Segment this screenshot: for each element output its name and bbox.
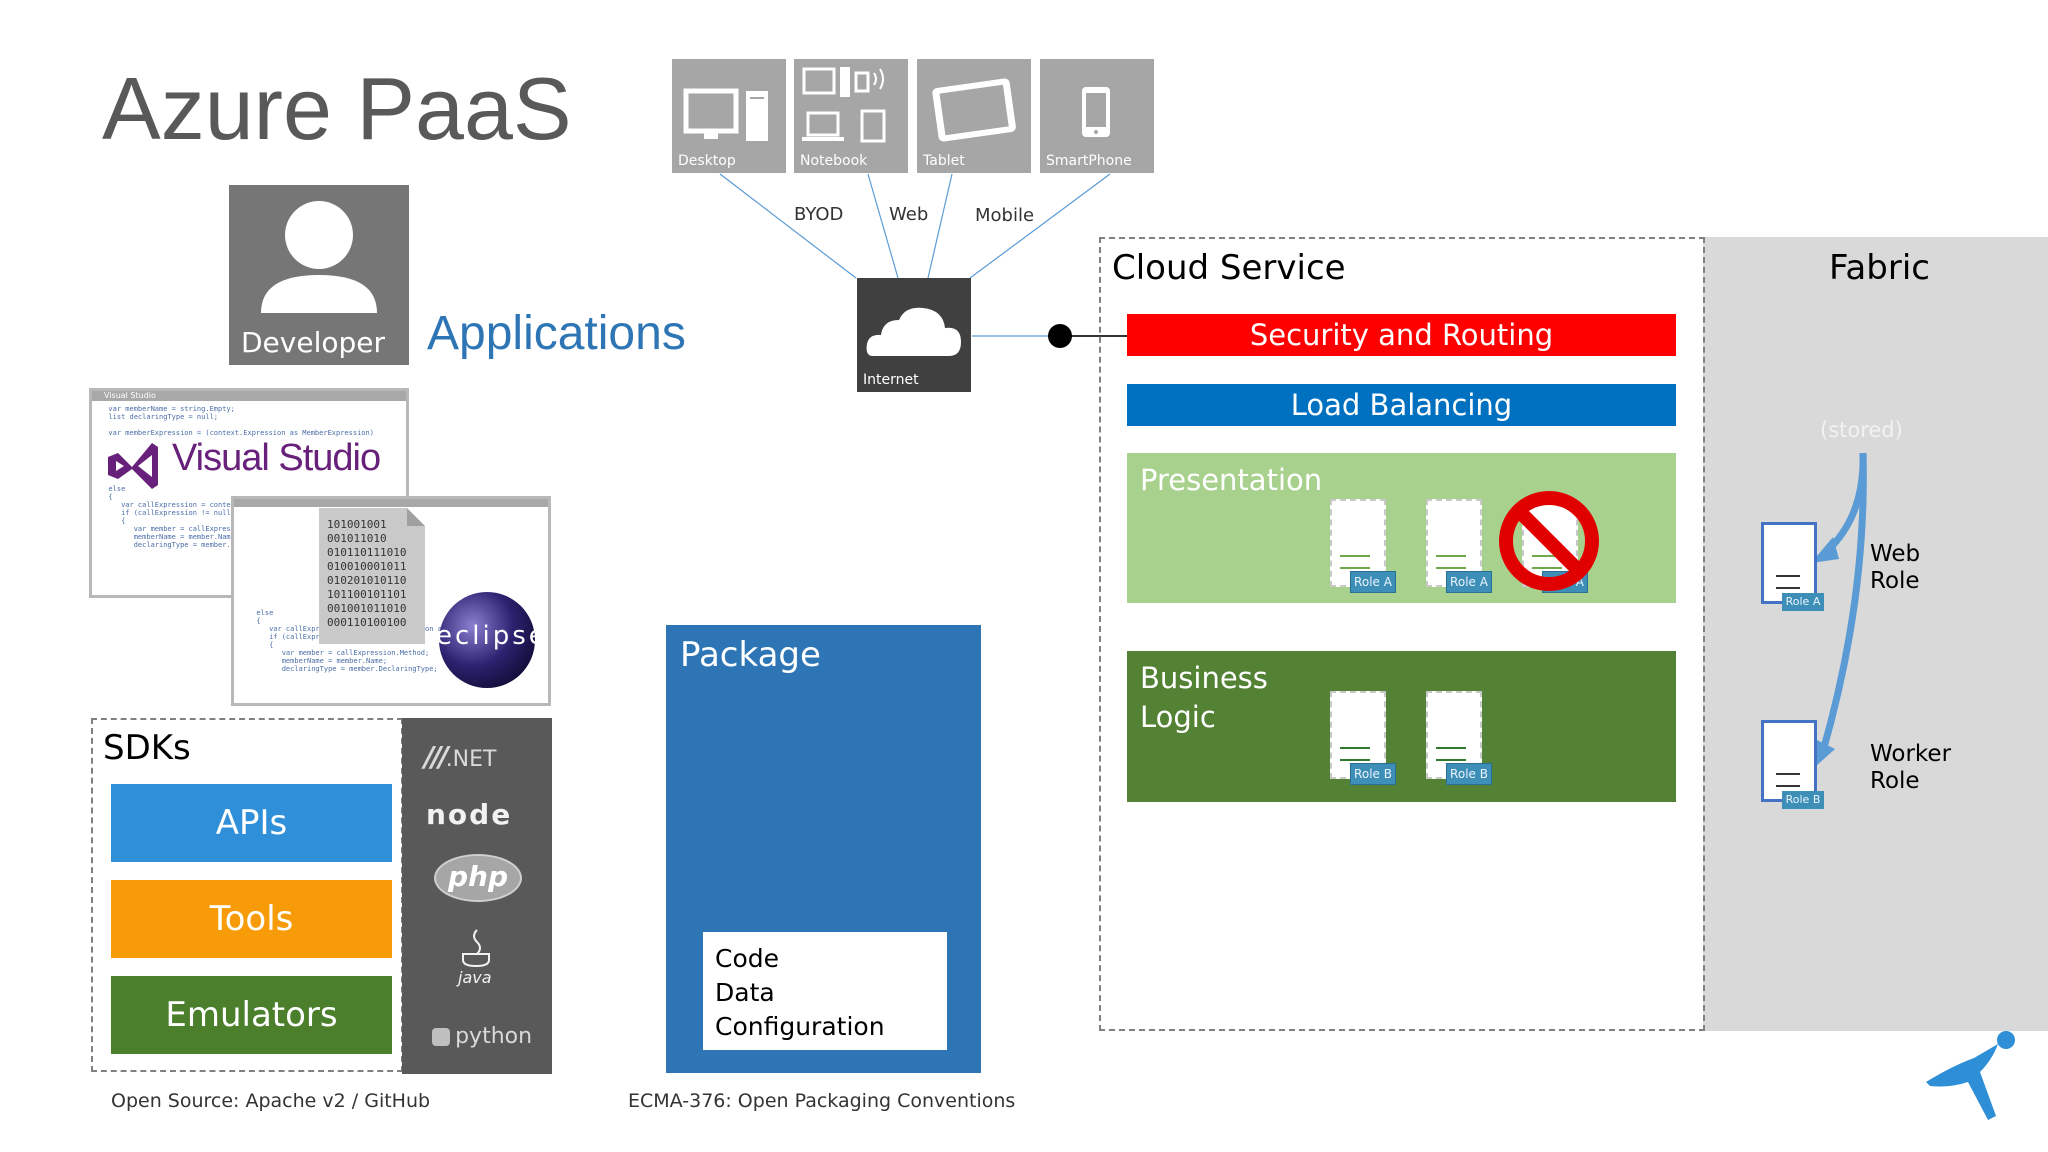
- business-logic-label: Business Logic: [1140, 661, 1268, 734]
- line-desktop: [719, 173, 857, 279]
- cloud-service-title: Cloud Service: [1112, 248, 1346, 288]
- cloud-icon: [866, 307, 961, 356]
- tablet-icon: [932, 78, 1016, 142]
- device-label-notebook: Notebook: [800, 153, 868, 169]
- fabric-arrows: [1811, 452, 1867, 767]
- package-box: Package Code Data Configuration: [666, 625, 981, 1073]
- eclipse-logo-text: eclipse: [436, 621, 548, 651]
- line-notebook: [867, 173, 899, 279]
- dotnet-logo: ///.NET: [424, 740, 497, 773]
- sdk-apis: APIs: [111, 784, 392, 862]
- eclipse-window: else { var callExpression = context.Expr…: [231, 496, 551, 706]
- line-smartphone: [969, 173, 1111, 279]
- device-label-smartphone: SmartPhone: [1046, 153, 1132, 169]
- binary-text: 101001001 001011010 010110111010 0100100…: [327, 518, 407, 629]
- connection-label-web: Web: [889, 204, 929, 225]
- notebook-icon: [802, 67, 886, 143]
- visual-studio-window-title: Visual Studio: [92, 391, 406, 401]
- package-footer: ECMA-376: Open Packaging Conventions: [628, 1090, 1016, 1112]
- desktop-icon: [683, 88, 768, 141]
- binary-document: 101001001 001011010 010110111010 0100100…: [319, 508, 425, 644]
- package-item-data: Data: [715, 978, 775, 1007]
- java-cup-icon: [462, 929, 490, 968]
- sdks-title: SDKs: [103, 728, 191, 768]
- device-tile-tablet: Tablet: [917, 59, 1031, 173]
- device-tile-notebook: Notebook: [794, 59, 908, 173]
- fabric-panel: [1703, 237, 2048, 1031]
- package-item-configuration: Configuration: [715, 1012, 885, 1041]
- security-routing-bar: Security and Routing: [1127, 314, 1676, 356]
- internet-tile: Internet: [857, 278, 971, 392]
- role-a-instance-2: Role A: [1426, 499, 1492, 593]
- developer-label: Developer: [241, 326, 386, 359]
- python-logo: python: [432, 1024, 532, 1049]
- device-tile-desktop: Desktop: [672, 59, 786, 173]
- device-tile-smartphone: SmartPhone: [1040, 59, 1154, 173]
- person-icon: [261, 201, 377, 313]
- connection-label-byod: BYOD: [794, 204, 844, 225]
- package-title: Package: [680, 635, 821, 675]
- line-tablet: [927, 173, 953, 279]
- role-b-instance-2: Role B: [1426, 691, 1492, 785]
- presentation-label: Presentation: [1140, 463, 1323, 497]
- visual-studio-logo-text: Visual Studio: [172, 437, 381, 479]
- connector-dot: [1048, 324, 1072, 348]
- internet-label: Internet: [863, 372, 919, 388]
- presentation-tier: Presentation Role A Role A Role A: [1127, 453, 1676, 603]
- role-a-instance-1: Role A: [1330, 499, 1396, 593]
- role-b-instance-1: Role B: [1330, 691, 1396, 785]
- node-logo: node: [426, 798, 513, 831]
- fabric-title: Fabric: [1829, 248, 1930, 288]
- device-label-desktop: Desktop: [678, 153, 736, 169]
- php-logo: php: [434, 854, 522, 902]
- package-contents: Code Data Configuration: [703, 932, 947, 1050]
- eclipse-logo-icon: [439, 592, 535, 688]
- package-item-code: Code: [715, 944, 780, 973]
- smartphone-icon: [1082, 87, 1110, 137]
- sdks-footer: Open Source: Apache v2 / GitHub: [111, 1090, 431, 1112]
- connection-label-mobile: Mobile: [975, 205, 1035, 226]
- web-role-tag: Role A: [1782, 593, 1824, 611]
- platforms-panel: ///.NET node php java python: [402, 718, 552, 1074]
- runner-logo-icon: [1926, 1031, 2015, 1120]
- worker-role-icon: Role B: [1761, 720, 1824, 809]
- sdk-emulators: Emulators: [111, 976, 392, 1054]
- java-logo: java: [458, 968, 492, 987]
- load-balancing-bar: Load Balancing: [1127, 384, 1676, 426]
- worker-role-tag: Role B: [1782, 791, 1824, 809]
- page-title: Azure PaaS: [102, 59, 572, 158]
- visual-studio-logo-icon: [108, 443, 158, 489]
- cloud-service-box: [1099, 237, 1705, 1031]
- applications-label: Applications: [427, 307, 686, 360]
- device-label-tablet: Tablet: [923, 153, 965, 169]
- sdk-tools: Tools: [111, 880, 392, 958]
- fabric-stored-label: (stored): [1820, 418, 1903, 442]
- web-role-icon: Role A: [1761, 522, 1824, 611]
- business-logic-tier: Business Logic Role B Role B: [1127, 651, 1676, 802]
- prohibited-icon: [1499, 491, 1599, 591]
- developer-tile: Developer: [229, 185, 409, 365]
